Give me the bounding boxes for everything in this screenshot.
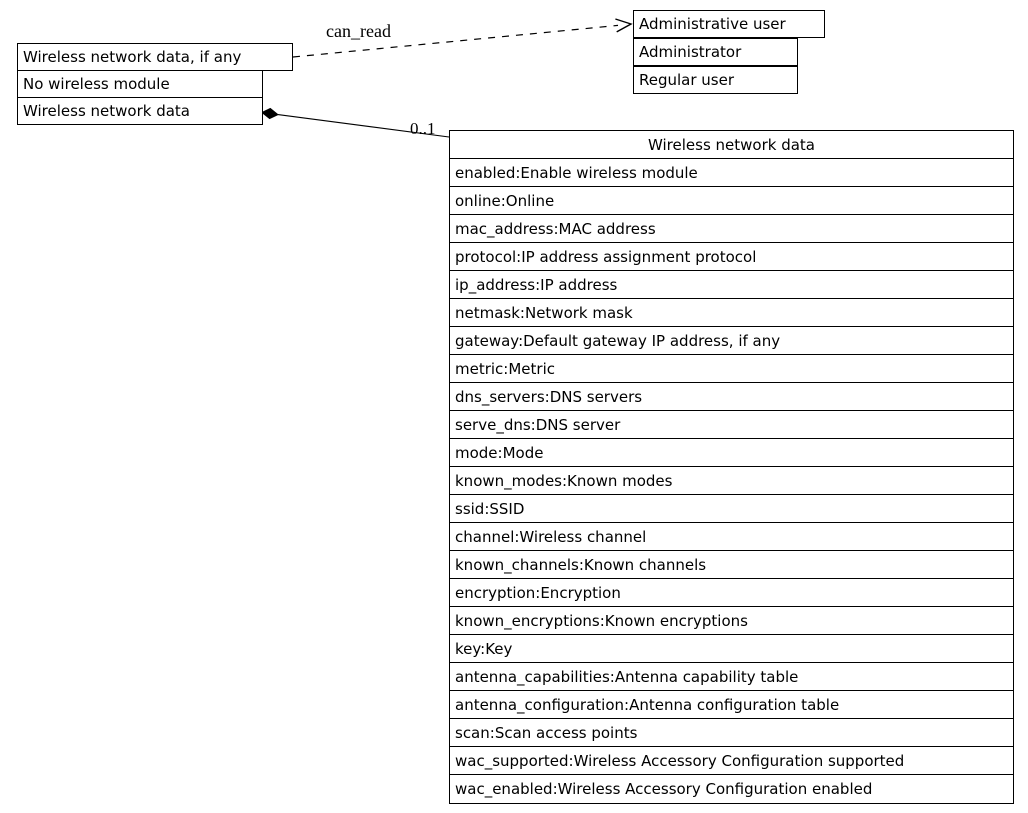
attribute-row-dns-servers: dns_servers:DNS servers [450, 383, 1013, 411]
attribute-row-wac-enabled: wac_enabled:Wireless Accessory Configura… [455, 780, 873, 798]
attribute-row-gateway: gateway:Default gateway IP address, if a… [450, 327, 1013, 355]
edge-label-can-read: can_read [326, 21, 391, 41]
attribute-row-online: online:Online [450, 187, 1013, 215]
users-row-administrative-user: Administrative user [633, 10, 825, 38]
attribute-row-mode: mode:Mode [450, 439, 1013, 467]
variant-row-data: Wireless network data [17, 97, 263, 125]
attribute-row-known-modes: known_modes:Known modes [450, 467, 1013, 495]
attribute-row-serve-dns: serve_dns:DNS server [450, 411, 1013, 439]
wireless-data-class-node: Wireless network data enabled:Enable wir… [449, 130, 1014, 804]
attribute-row-protocol: protocol:IP address assignment protocol [450, 243, 1013, 271]
attribute-row-antenna-configuration: antenna_configuration:Antenna configurat… [450, 691, 1013, 719]
attribute-row-netmask: netmask:Network mask [450, 299, 1013, 327]
variant-row-no-module: No wireless module [17, 70, 263, 98]
attribute-row-known-encryptions: known_encryptions:Known encryptions [450, 607, 1013, 635]
attribute-row-antenna-capabilities: antenna_capabilities:Antenna capability … [450, 663, 1013, 691]
users-row-regular-user: Regular user [633, 66, 798, 94]
attribute-row-channel: channel:Wireless channel [450, 523, 1013, 551]
users-row-administrator: Administrator [633, 38, 798, 66]
multiplicity-label: 0..1 [410, 119, 436, 138]
attribute-row-known-channels: known_channels:Known channels [450, 551, 1013, 579]
variant-row-if-any: Wireless network data, if any [17, 43, 293, 71]
arrowhead-icon [615, 18, 633, 33]
attribute-row-metric: metric:Metric [450, 355, 1013, 383]
attribute-row-ssid: ssid:SSID [450, 495, 1013, 523]
attribute-row-mac-address: mac_address:MAC address [450, 215, 1013, 243]
attribute-row-enabled: enabled:Enable wireless module [450, 159, 1013, 187]
attribute-row-scan: scan:Scan access points [450, 719, 1013, 747]
class-title: Wireless network data [450, 131, 1013, 159]
composition-diamond-icon [261, 107, 279, 120]
attribute-row-key: key:Key [450, 635, 1013, 663]
attribute-row-encryption: encryption:Encryption [450, 579, 1013, 607]
attribute-row-wac-supported: wac_supported:Wireless Accessory Configu… [450, 747, 1013, 775]
attribute-row-ip-address: ip_address:IP address [450, 271, 1013, 299]
